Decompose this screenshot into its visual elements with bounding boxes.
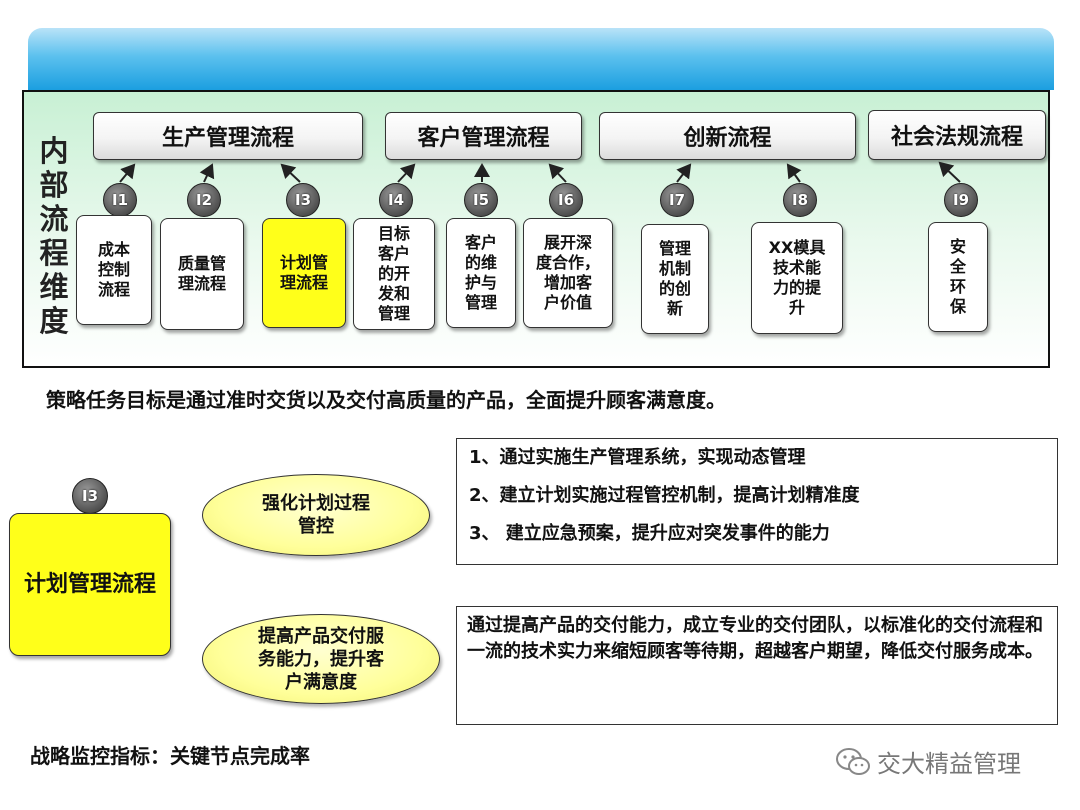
header-band: [28, 28, 1054, 90]
watermark: 交大精益管理: [835, 744, 1021, 779]
item-mgmt-innovation: 管理 机制 的创 新: [641, 224, 709, 334]
item-deep-cooperation: 展开深 度合作， 增加客 户价值: [523, 218, 613, 328]
strategy-ellipse-1: 强化计划过程 管控: [202, 474, 430, 556]
item-plan-mgmt: 计划管 理流程: [262, 218, 346, 328]
kpi-text: 战略监控指标：关键节点完成率: [30, 744, 310, 768]
circle-badge-icon: I3: [72, 478, 108, 514]
circle-badge-icon: I3: [286, 183, 320, 217]
action-line: 3、 建立应急预案，提升应对突发事件的能力: [469, 523, 830, 544]
dimension-label: 内 部 流 程 维 度: [39, 134, 69, 338]
circle-badge-icon: I1: [103, 183, 137, 217]
arrow-up-icon: [938, 161, 961, 183]
process-group-production: 生产管理流程: [93, 112, 363, 160]
arrow-up-icon: [548, 163, 567, 183]
item-tech-capability: XX模具 技术能 力的提 升: [751, 222, 843, 334]
circle-badge-icon: I9: [944, 183, 978, 217]
circle-badge-icon: I4: [379, 183, 413, 217]
wechat-icon: [836, 747, 870, 775]
circle-badge-icon: I8: [783, 183, 817, 217]
circle-badge-icon: I5: [464, 183, 498, 217]
action-line: 1、通过实施生产管理系统，实现动态管理: [469, 447, 806, 468]
action-line: 2、建立计划实施过程管控机制，提高计划精准度: [469, 485, 860, 506]
arrow-up-icon: [786, 163, 802, 183]
process-group-customer: 客户管理流程: [385, 112, 582, 160]
arrow-up-icon: [119, 163, 136, 183]
strategy-ellipse-2: 提高产品交付服 务能力，提升客 户满意度: [202, 614, 440, 704]
strategy-actions-box: 1、通过实施生产管理系统，实现动态管理 2、建立计划实施过程管控机制，提高计划精…: [456, 438, 1058, 565]
arrow-up-icon: [397, 163, 416, 183]
item-cost-control: 成本 控制 流程: [76, 215, 152, 325]
process-group-innovation: 创新流程: [599, 112, 856, 160]
item-quality-mgmt: 质量管 理流程: [160, 218, 244, 330]
strategy-paragraph: 通过提高产品的交付能力，成立专业的交付团队，以标准化的交付流程和一流的技术实力来…: [467, 615, 1043, 662]
circle-badge-icon: I6: [549, 183, 583, 217]
goal-statement: 策略任务目标是通过准时交货以及交付高质量的产品，全面提升顾客满意度。: [46, 388, 726, 412]
circle-badge-icon: I2: [187, 183, 221, 217]
arrow-up-icon: [280, 163, 301, 183]
item-customer-maintain: 客户 的维 护与 管理: [446, 218, 516, 328]
arrow-up-icon: [676, 163, 692, 183]
circle-badge-icon: I7: [660, 183, 694, 217]
strategy-paragraph-box: 通过提高产品的交付能力，成立专业的交付团队，以标准化的交付流程和一流的技术实力来…: [456, 606, 1058, 725]
watermark-text: 交大精益管理: [877, 750, 1021, 778]
item-target-customer: 目标 客户 的开 发和 管理: [353, 218, 435, 330]
arrow-up-icon: [199, 163, 215, 183]
process-group-regulation: 社会法规流程: [868, 110, 1046, 160]
item-safety-env: 安 全 环 保: [928, 222, 988, 332]
focus-process-box: 计划管理流程: [9, 513, 171, 656]
